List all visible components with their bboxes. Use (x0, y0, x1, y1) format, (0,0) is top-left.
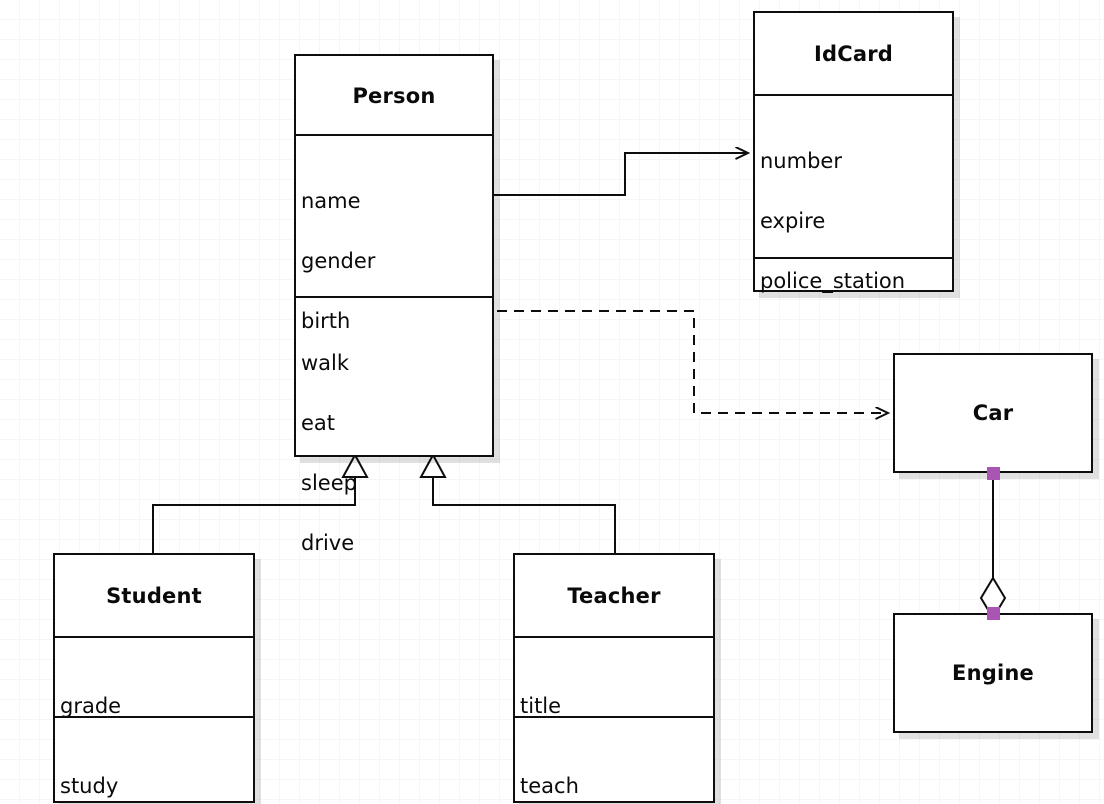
class-operations-person: walk eat sleep drive (296, 296, 492, 555)
class-name-student: Student (106, 584, 202, 608)
edge-car-engine[interactable] (979, 473, 1007, 620)
edge-student-person[interactable] (152, 452, 369, 553)
class-operations-idcard (755, 257, 952, 292)
class-box-car[interactable]: Car (893, 353, 1093, 473)
class-operations-teacher: teach (515, 716, 713, 803)
class-attributes-teacher: title (515, 636, 713, 718)
attribute-item: name (301, 189, 361, 213)
class-name-person: Person (352, 84, 436, 108)
operation-item: drive (301, 531, 355, 555)
attribute-item: gender (301, 249, 376, 273)
class-box-idcard[interactable]: IdCard number expire police_station (753, 11, 954, 293)
operation-item: study (60, 774, 119, 798)
class-operations-student: study (55, 716, 253, 803)
class-header-student: Student (55, 555, 253, 636)
class-name-car: Car (972, 401, 1014, 425)
operation-item: sleep (301, 471, 357, 495)
edge-teacher-person[interactable] (419, 452, 616, 553)
class-attributes-student: grade (55, 636, 253, 718)
class-name-teacher: Teacher (567, 584, 661, 608)
operation-item: teach (520, 774, 579, 798)
class-header-car: Car (895, 355, 1091, 471)
class-box-engine[interactable]: Engine (893, 613, 1093, 733)
attribute-item: number (760, 149, 842, 173)
attribute-item: expire (760, 209, 826, 233)
edge-person-idcard[interactable] (493, 153, 748, 196)
class-name-idcard: IdCard (813, 42, 894, 66)
class-name-engine: Engine (952, 661, 1034, 685)
class-header-engine: Engine (895, 615, 1091, 731)
class-box-teacher[interactable]: Teacher title teach (513, 553, 715, 803)
class-header-person: Person (296, 56, 492, 134)
class-attributes-idcard: number expire police_station (755, 94, 952, 293)
connector-handle-car[interactable] (987, 467, 1000, 480)
operation-item: walk (301, 351, 350, 375)
edge-person-car[interactable] (497, 310, 888, 413)
class-header-teacher: Teacher (515, 555, 713, 636)
class-header-idcard: IdCard (755, 13, 952, 94)
class-box-student[interactable]: Student grade study (53, 553, 255, 803)
operation-item: eat (301, 411, 336, 435)
connector-handle-engine[interactable] (987, 607, 1000, 620)
class-box-person[interactable]: Person name gender birth walk eat sleep … (294, 54, 494, 555)
class-attributes-person: name gender birth (296, 134, 492, 333)
